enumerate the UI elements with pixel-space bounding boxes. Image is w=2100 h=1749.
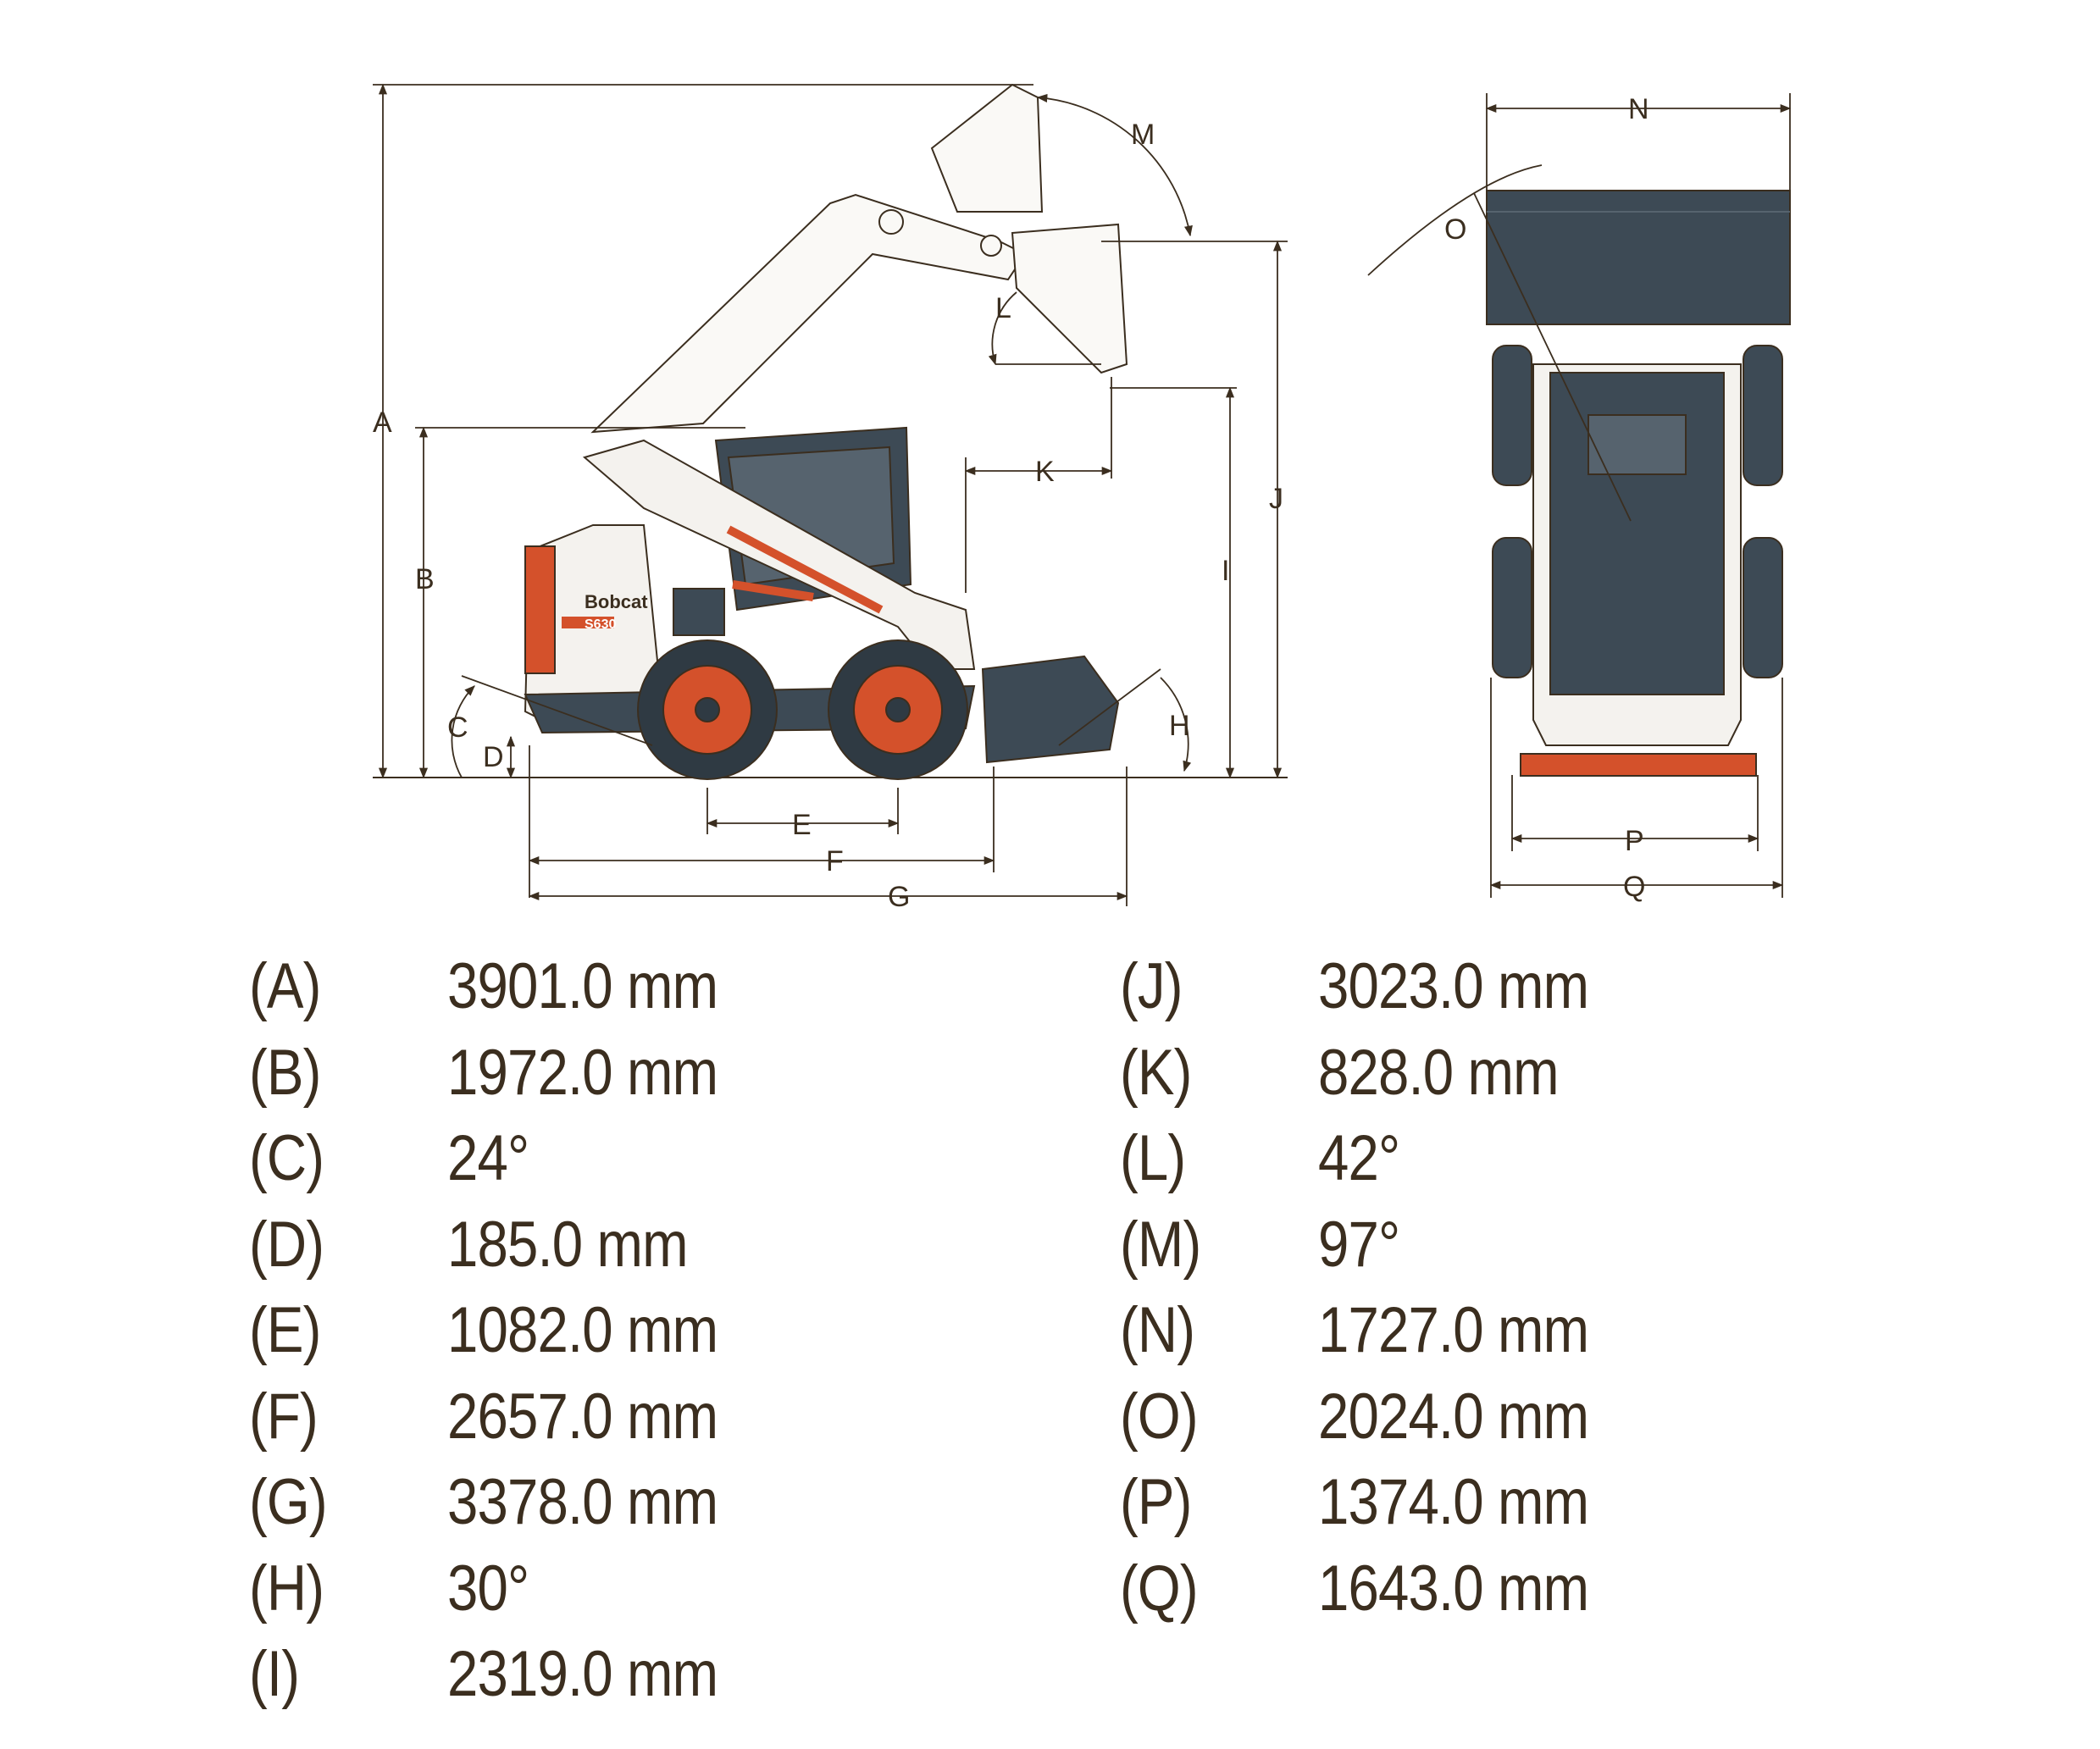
spec-key: (A) bbox=[249, 950, 321, 1022]
spec-key: (G) bbox=[249, 1466, 328, 1538]
dim-label-f: F bbox=[826, 845, 844, 877]
side-view: A B C D E F G H I J K L M Bobcat S630 bbox=[373, 83, 1288, 913]
spec-value: 3023.0 mm bbox=[1318, 950, 1589, 1022]
dim-label-j: J bbox=[1269, 483, 1283, 515]
dim-label-e: E bbox=[792, 809, 812, 841]
dim-label-h: H bbox=[1169, 710, 1190, 742]
spec-key: (H) bbox=[249, 1552, 324, 1624]
dim-label-a: A bbox=[373, 407, 392, 439]
dim-label-n: N bbox=[1628, 93, 1649, 125]
spec-value: 185.0 mm bbox=[447, 1208, 689, 1281]
spec-value: 2024.0 mm bbox=[1318, 1380, 1589, 1453]
dim-label-c: C bbox=[447, 711, 468, 744]
spec-key: (J) bbox=[1120, 950, 1183, 1022]
spec-key: (N) bbox=[1120, 1294, 1195, 1366]
rear-wheel bbox=[637, 639, 778, 780]
spec-key: (I) bbox=[249, 1638, 300, 1710]
brand-decal: Bobcat S630 bbox=[562, 591, 648, 632]
spec-value: 3378.0 mm bbox=[447, 1466, 718, 1538]
dim-label-d: D bbox=[483, 741, 504, 773]
spec-value: 1374.0 mm bbox=[1318, 1466, 1589, 1538]
spec-value: 3901.0 mm bbox=[447, 950, 718, 1022]
dim-label-i: I bbox=[1222, 555, 1229, 587]
dim-label-b: B bbox=[415, 563, 435, 595]
spec-value: 1972.0 mm bbox=[447, 1036, 718, 1109]
spec-key: (B) bbox=[249, 1036, 321, 1109]
top-dimension-lines bbox=[1367, 93, 1792, 898]
spec-value: 42° bbox=[1318, 1122, 1400, 1194]
spec-value: 2657.0 mm bbox=[447, 1380, 718, 1453]
front-wheel bbox=[828, 639, 968, 780]
spec-key: (F) bbox=[249, 1380, 319, 1453]
spec-value: 828.0 mm bbox=[1318, 1036, 1560, 1109]
side-dimension-lines bbox=[373, 83, 1288, 906]
svg-text:Bobcat: Bobcat bbox=[585, 591, 648, 612]
dim-label-l: L bbox=[995, 292, 1011, 324]
dim-label-g: G bbox=[888, 881, 910, 913]
side-dimension-letters: A B C D E F G H I J K L M bbox=[373, 119, 1283, 913]
dim-label-k: K bbox=[1035, 456, 1055, 488]
spec-key: (Q) bbox=[1120, 1552, 1199, 1624]
spec-value: 1643.0 mm bbox=[1318, 1552, 1589, 1624]
top-bucket bbox=[1486, 190, 1791, 325]
spec-key: (P) bbox=[1120, 1466, 1192, 1538]
spec-value: 97° bbox=[1318, 1208, 1400, 1281]
top-tires bbox=[1492, 345, 1783, 678]
svg-text:S630: S630 bbox=[585, 617, 616, 632]
dim-label-o: O bbox=[1444, 213, 1466, 246]
spec-table: (A) 3901.0 mm (B) 1972.0 mm (C) 24° (D) 185.… bbox=[0, 944, 2100, 1724]
top-dimension-letters: N O P Q bbox=[1444, 93, 1649, 903]
dim-label-q: Q bbox=[1623, 871, 1645, 903]
spec-key: (O) bbox=[1120, 1380, 1199, 1453]
top-view: N O P Q bbox=[1367, 93, 1792, 903]
spec-value: 1727.0 mm bbox=[1318, 1294, 1589, 1366]
spec-key: (K) bbox=[1120, 1036, 1192, 1109]
spec-key: (C) bbox=[249, 1122, 324, 1194]
spec-value: 24° bbox=[447, 1122, 529, 1194]
spec-value: 2319.0 mm bbox=[447, 1638, 718, 1710]
dim-label-p: P bbox=[1625, 825, 1644, 857]
spec-key: (E) bbox=[249, 1294, 321, 1366]
raised-arm-outline bbox=[590, 83, 1128, 434]
spec-value: 1082.0 mm bbox=[447, 1294, 718, 1366]
spec-key: (D) bbox=[249, 1208, 324, 1281]
spec-key: (M) bbox=[1120, 1208, 1201, 1281]
dim-label-m: M bbox=[1131, 119, 1155, 151]
spec-value: 30° bbox=[447, 1552, 529, 1624]
spec-key: (L) bbox=[1120, 1122, 1186, 1194]
